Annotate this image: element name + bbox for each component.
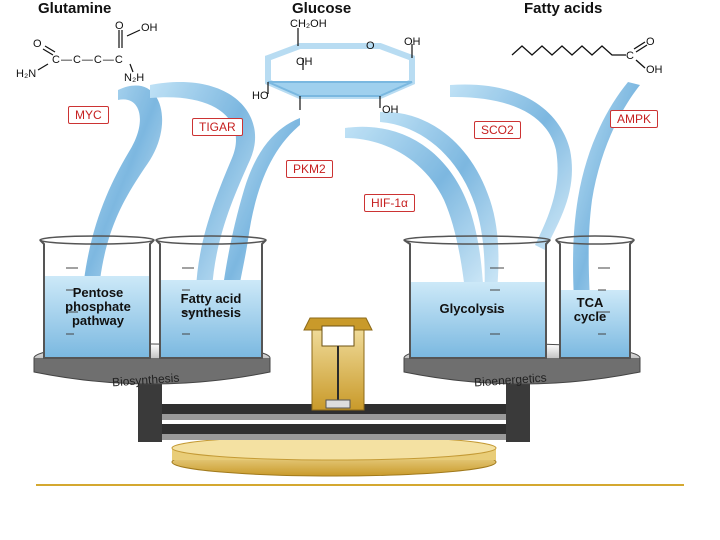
glutamine-title: Glutamine xyxy=(38,0,112,17)
regulator-hif1a: HIF-1α xyxy=(364,194,415,212)
fatty-oh: OH xyxy=(646,64,663,76)
label-tca-line-1: TCA xyxy=(576,295,604,310)
label-pentose-line-1: Pentose xyxy=(72,285,124,300)
glucose-o-ring: O xyxy=(366,40,375,52)
fatty-acid-structure xyxy=(511,41,648,69)
label-pentose-line-2: phosphate xyxy=(65,299,131,314)
glucose-ho-left: HO xyxy=(252,90,269,102)
label-tca-cycle: TCA cycle xyxy=(560,296,620,324)
stream-glutamine-to-fattyacid xyxy=(150,82,256,291)
beaker-pentose-phosphate xyxy=(39,235,155,359)
balance-scale xyxy=(33,317,641,477)
glucose-oh-right: OH xyxy=(404,36,421,48)
glutamine-oh: OH xyxy=(141,22,158,34)
regulator-myc: MYC xyxy=(68,106,109,124)
label-glycolysis: Glycolysis xyxy=(412,302,532,316)
glutamine-o-top: O xyxy=(115,20,124,32)
glucose-title: Glucose xyxy=(292,0,352,17)
glucose-ring xyxy=(265,28,415,110)
glucose-oh-bottom: OH xyxy=(382,104,399,116)
water-streams xyxy=(84,82,640,300)
fatty-c: C xyxy=(626,50,634,62)
stream-glutamine-to-pentose xyxy=(84,85,163,280)
beaker-graduations xyxy=(66,267,610,335)
stream-glucose-to-glycolysis-2 xyxy=(380,111,499,300)
regulator-ampk: AMPK xyxy=(610,110,659,128)
stream-glucose-to-fattyacid xyxy=(222,118,300,295)
stream-fatty-to-tca xyxy=(573,82,640,300)
regulator-pkm2: PKM2 xyxy=(286,160,333,178)
fatty-o: O xyxy=(646,36,655,48)
label-glycolysis-line-1: Glycolysis xyxy=(439,301,505,316)
label-tca-line-2: cycle xyxy=(573,309,607,324)
regulator-sco2: SCO2 xyxy=(474,121,521,139)
regulator-tigar: TIGAR xyxy=(192,118,243,136)
glucose-oh-mid: OH xyxy=(296,56,313,68)
glutamine-h2n: H₂N xyxy=(16,68,37,80)
beaker-fatty-acid-synthesis xyxy=(155,235,267,359)
beaker-tca-cycle xyxy=(555,235,635,359)
label-fatty-acid-synthesis: Fatty acid synthesis xyxy=(162,292,260,320)
label-fatty-line-1: Fatty acid xyxy=(180,291,242,306)
label-pentose-line-3: pathway xyxy=(71,313,124,328)
glutamine-o-left: O xyxy=(33,38,42,50)
beaker-glycolysis xyxy=(403,235,551,359)
glutamine-structure xyxy=(37,29,141,73)
fatty-acids-title: Fatty acids xyxy=(524,0,603,17)
label-fatty-line-2: synthesis xyxy=(181,305,241,320)
glucose-ch2oh: CH₂OH xyxy=(290,18,327,30)
label-pentose-phosphate: Pentose phosphate pathway xyxy=(46,286,150,328)
glutamine-n2h: N₂H xyxy=(124,72,145,84)
bottom-rule xyxy=(36,484,684,486)
glutamine-chain: C—C—C—C xyxy=(52,54,124,66)
